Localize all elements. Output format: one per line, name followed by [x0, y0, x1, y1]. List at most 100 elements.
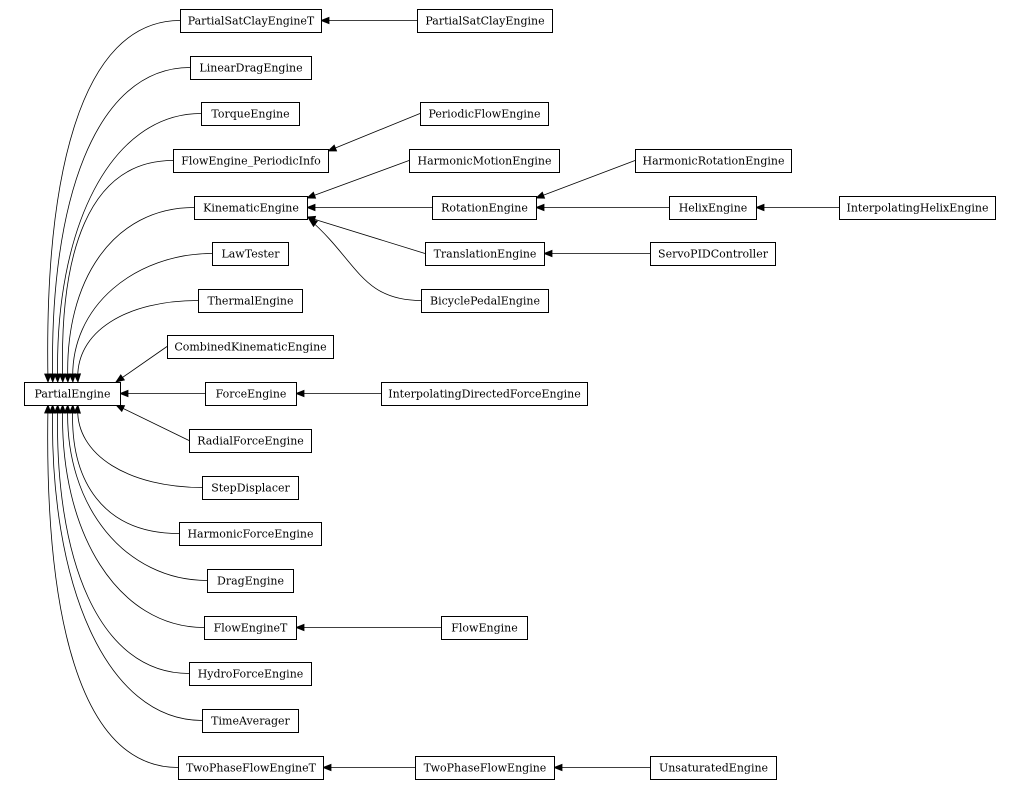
edge-law-tester-to-partial-engine: [72, 253, 213, 383]
node-force-engine[interactable]: ForceEngine: [205, 382, 297, 406]
arrowhead-harmonic-rotation-engine-to-rotation-engine: [534, 191, 546, 199]
node-law-tester[interactable]: LawTester: [212, 242, 289, 266]
node-linear-drag-engine[interactable]: LinearDragEngine: [190, 56, 312, 80]
node-box: [417, 9, 553, 33]
node-label: UnsaturatedEngine: [659, 762, 768, 775]
node-box: [650, 242, 776, 266]
node-box: [421, 289, 549, 313]
node-label: RotationEngine: [441, 202, 528, 215]
node-two-phase-flow-engine-t[interactable]: TwoPhaseFlowEngineT: [178, 756, 324, 780]
node-box: [202, 709, 299, 733]
edge-kinematic-engine-to-partial-engine: [67, 207, 195, 383]
node-harmonic-force-engine[interactable]: HarmonicForceEngine: [179, 522, 322, 546]
node-label: FlowEngine: [451, 622, 517, 635]
node-label: RadialForceEngine: [197, 435, 304, 448]
arrowhead-law-tester-to-partial-engine: [68, 373, 77, 384]
arrowhead-periodic-flow-engine-to-flow-engine-periodic-info: [327, 144, 338, 152]
node-rotation-engine[interactable]: RotationEngine: [432, 196, 537, 220]
node-label: HarmonicRotationEngine: [642, 155, 784, 168]
node-flow-engine[interactable]: FlowEngine: [441, 616, 528, 640]
node-box: [198, 289, 303, 313]
node-helix-engine[interactable]: HelixEngine: [669, 196, 757, 220]
arrowhead-kinematic-engine-to-partial-engine: [63, 373, 72, 384]
node-hydro-force-engine[interactable]: HydroForceEngine: [189, 662, 312, 686]
node-label: TimeAverager: [211, 715, 290, 728]
node-partial-engine[interactable]: PartialEngine: [24, 382, 121, 406]
node-kinematic-engine[interactable]: KinematicEngine: [194, 196, 308, 220]
node-two-phase-flow-engine[interactable]: TwoPhaseFlowEngine: [415, 756, 555, 780]
arrowhead-unsaturated-engine-to-two-phase-flow-engine: [552, 763, 563, 772]
node-combined-kinematic-engine[interactable]: CombinedKinematicEngine: [167, 335, 334, 359]
node-box: [189, 429, 312, 453]
node-flow-engine-periodic-info[interactable]: FlowEngine_PeriodicInfo: [173, 149, 329, 173]
node-box: [420, 102, 549, 126]
node-box: [205, 382, 297, 406]
edge-step-displacer-to-partial-engine: [77, 404, 203, 488]
node-servo-pid-controller[interactable]: ServoPIDController: [650, 242, 776, 266]
node-partial-sat-clay-engine-t[interactable]: PartialSatClayEngineT: [180, 9, 322, 33]
node-box: [441, 616, 528, 640]
arrowhead-flow-engine-periodic-info-to-partial-engine: [58, 373, 67, 384]
node-harmonic-rotation-engine[interactable]: HarmonicRotationEngine: [635, 149, 792, 173]
node-interpolating-helix-engine[interactable]: InterpolatingHelixEngine: [839, 196, 996, 220]
edge-harmonic-rotation-engine-to-rotation-engine: [535, 160, 636, 199]
node-box: [179, 522, 322, 546]
arrowhead-rotation-engine-to-kinematic-engine: [305, 203, 316, 212]
node-label: InterpolatingHelixEngine: [846, 202, 988, 215]
node-label: TwoPhaseFlowEngineT: [186, 762, 317, 775]
node-label: DragEngine: [217, 575, 284, 588]
edge-periodic-flow-engine-to-flow-engine-periodic-info: [327, 113, 421, 152]
node-box: [167, 335, 334, 359]
node-bicycle-pedal-engine[interactable]: BicyclePedalEngine: [421, 289, 549, 313]
edge-two-phase-flow-engine-t-to-partial-engine: [47, 404, 179, 768]
node-step-displacer[interactable]: StepDisplacer: [202, 476, 299, 500]
node-translation-engine[interactable]: TranslationEngine: [425, 242, 545, 266]
node-harmonic-motion-engine[interactable]: HarmonicMotionEngine: [409, 149, 560, 173]
edge-flow-engine-t-to-partial-engine: [62, 404, 205, 628]
node-box: [202, 476, 299, 500]
node-thermal-engine[interactable]: ThermalEngine: [198, 289, 303, 313]
edge-bicycle-pedal-engine-to-kinematic-engine: [308, 218, 422, 301]
node-box: [839, 196, 996, 220]
edge-drag-engine-to-partial-engine: [67, 404, 208, 581]
arrowhead-torque-engine-to-partial-engine: [53, 373, 62, 384]
node-label: PeriodicFlowEngine: [429, 108, 541, 121]
node-box: [650, 756, 777, 780]
node-label: LinearDragEngine: [199, 62, 302, 75]
node-box: [201, 102, 300, 126]
node-time-averager[interactable]: TimeAverager: [202, 709, 299, 733]
edge-flow-engine-periodic-info-to-partial-engine: [62, 160, 174, 383]
edge-torque-engine-to-partial-engine: [57, 113, 202, 383]
node-interpolating-directed-force-engine[interactable]: InterpolatingDirectedForceEngine: [381, 382, 588, 406]
arrowhead-harmonic-force-engine-to-partial-engine: [68, 403, 77, 414]
node-partial-sat-clay-engine[interactable]: PartialSatClayEngine: [417, 9, 553, 33]
node-box: [212, 242, 289, 266]
node-unsaturated-engine[interactable]: UnsaturatedEngine: [650, 756, 777, 780]
node-box: [381, 382, 588, 406]
arrowhead-linear-drag-engine-to-partial-engine: [48, 373, 57, 384]
node-label: ThermalEngine: [208, 295, 294, 308]
node-flow-engine-t[interactable]: FlowEngineT: [204, 616, 297, 640]
node-drag-engine[interactable]: DragEngine: [207, 569, 294, 593]
node-label: ForceEngine: [216, 388, 287, 401]
node-box: [173, 149, 329, 173]
edge-partial-sat-clay-engine-t-to-partial-engine: [47, 20, 181, 383]
node-label: KinematicEngine: [203, 202, 299, 215]
node-box: [24, 382, 121, 406]
node-label: HydroForceEngine: [198, 668, 304, 681]
node-box: [204, 616, 297, 640]
node-box: [635, 149, 792, 173]
arrowhead-flow-engine-t-to-partial-engine: [58, 403, 67, 414]
arrowhead-partial-sat-clay-engine-to-partial-sat-clay-engine-t: [319, 16, 330, 25]
node-label: PartialSatClayEngineT: [188, 15, 315, 28]
arrowhead-two-phase-flow-engine-to-two-phase-flow-engine-t: [321, 763, 332, 772]
node-label: TranslationEngine: [434, 248, 537, 261]
node-box: [178, 756, 324, 780]
node-torque-engine[interactable]: TorqueEngine: [201, 102, 300, 126]
node-box: [194, 196, 308, 220]
node-label: BicyclePedalEngine: [430, 295, 540, 308]
arrowhead-partial-sat-clay-engine-t-to-partial-engine: [44, 373, 52, 384]
node-periodic-flow-engine[interactable]: PeriodicFlowEngine: [420, 102, 549, 126]
node-radial-force-engine[interactable]: RadialForceEngine: [189, 429, 312, 453]
